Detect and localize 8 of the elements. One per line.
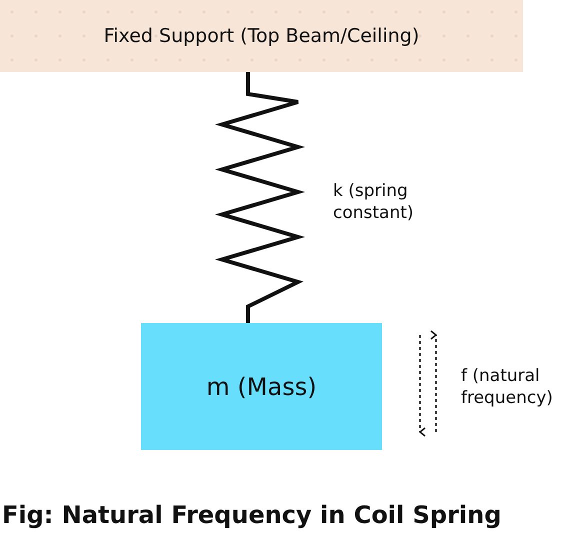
spring-coil — [214, 72, 306, 323]
node-label: m (Mass) — [206, 372, 317, 400]
spring-constant-label: k (spring constant) — [333, 180, 415, 224]
node-label: Fixed Support (Top Beam/Ceiling) — [104, 25, 420, 47]
frequency-label: f (natural frequency) — [461, 365, 554, 409]
mass-block — [141, 323, 382, 450]
fixed-support-beam — [0, 0, 523, 72]
figure-caption: Fig: Natural Frequency in Coil Spring — [2, 500, 502, 530]
